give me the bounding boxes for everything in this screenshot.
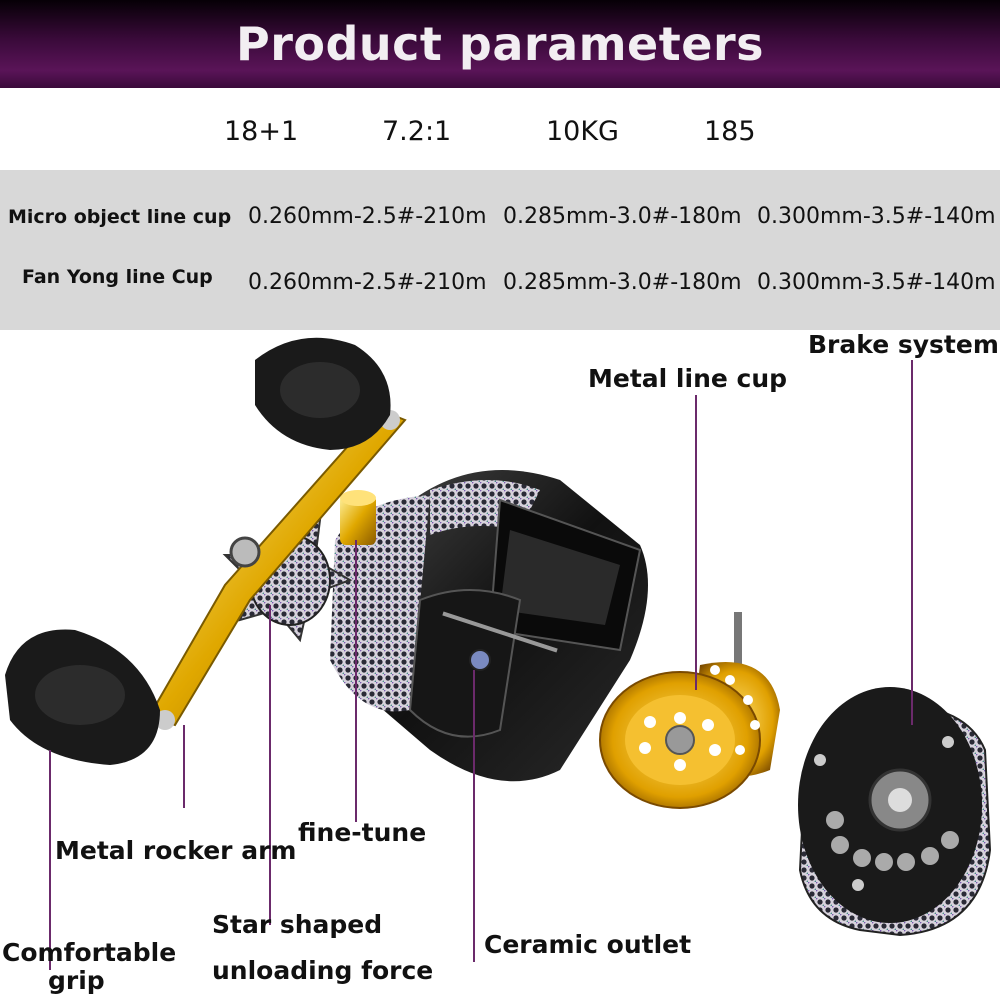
label-ceramic-outlet: Ceramic outlet — [484, 930, 692, 959]
metal-line-cup-part — [599, 612, 780, 809]
spec-gear-ratio: 7.2:1 — [382, 116, 452, 147]
row-label-micro-object: Micro object line cup — [8, 206, 232, 228]
grip-knob-lower — [5, 629, 160, 765]
line-capacity-table: Micro object line cup 0.260mm-2.5#-210m … — [0, 170, 1000, 330]
spec-bearings: 18+1 — [224, 116, 299, 147]
label-star-shaped-2: unloading force — [212, 956, 434, 985]
label-brake-system: Brake system — [808, 330, 999, 359]
table-cell: 0.260mm-2.5#-210m — [248, 270, 487, 295]
table-cell: 0.285mm-3.0#-180m — [503, 270, 742, 295]
spec-summary-row: 18+1 7.2:1 10KG 185 — [0, 108, 1000, 156]
brake-system-part — [798, 687, 992, 937]
table-cell: 0.300mm-3.5#-140m — [757, 204, 996, 229]
table-cell: 0.300mm-3.5#-140m — [757, 270, 996, 295]
label-fine-tune: fine-tune — [298, 818, 427, 847]
label-comfortable-grip-2: grip — [48, 966, 105, 995]
page-title: Product parameters — [235, 17, 765, 71]
table-cell: 0.285mm-3.0#-180m — [503, 204, 742, 229]
spec-max-drag: 10KG — [546, 116, 619, 147]
spec-weight: 185 — [704, 116, 756, 147]
title-banner: Product parameters — [0, 0, 1000, 88]
grip-knob-upper — [255, 337, 391, 450]
rocker-arm-part — [148, 408, 407, 730]
label-star-shaped-1: Star shaped — [212, 910, 383, 939]
label-metal-rocker-arm: Metal rocker arm — [55, 836, 297, 865]
row-label-fan-yong: Fan Yong line Cup — [22, 266, 213, 288]
table-cell: 0.260mm-2.5#-210m — [248, 204, 487, 229]
label-metal-line-cup: Metal line cup — [588, 364, 788, 393]
reel-product-image — [5, 337, 992, 970]
label-comfortable-grip-1: Comfortable — [2, 938, 177, 967]
